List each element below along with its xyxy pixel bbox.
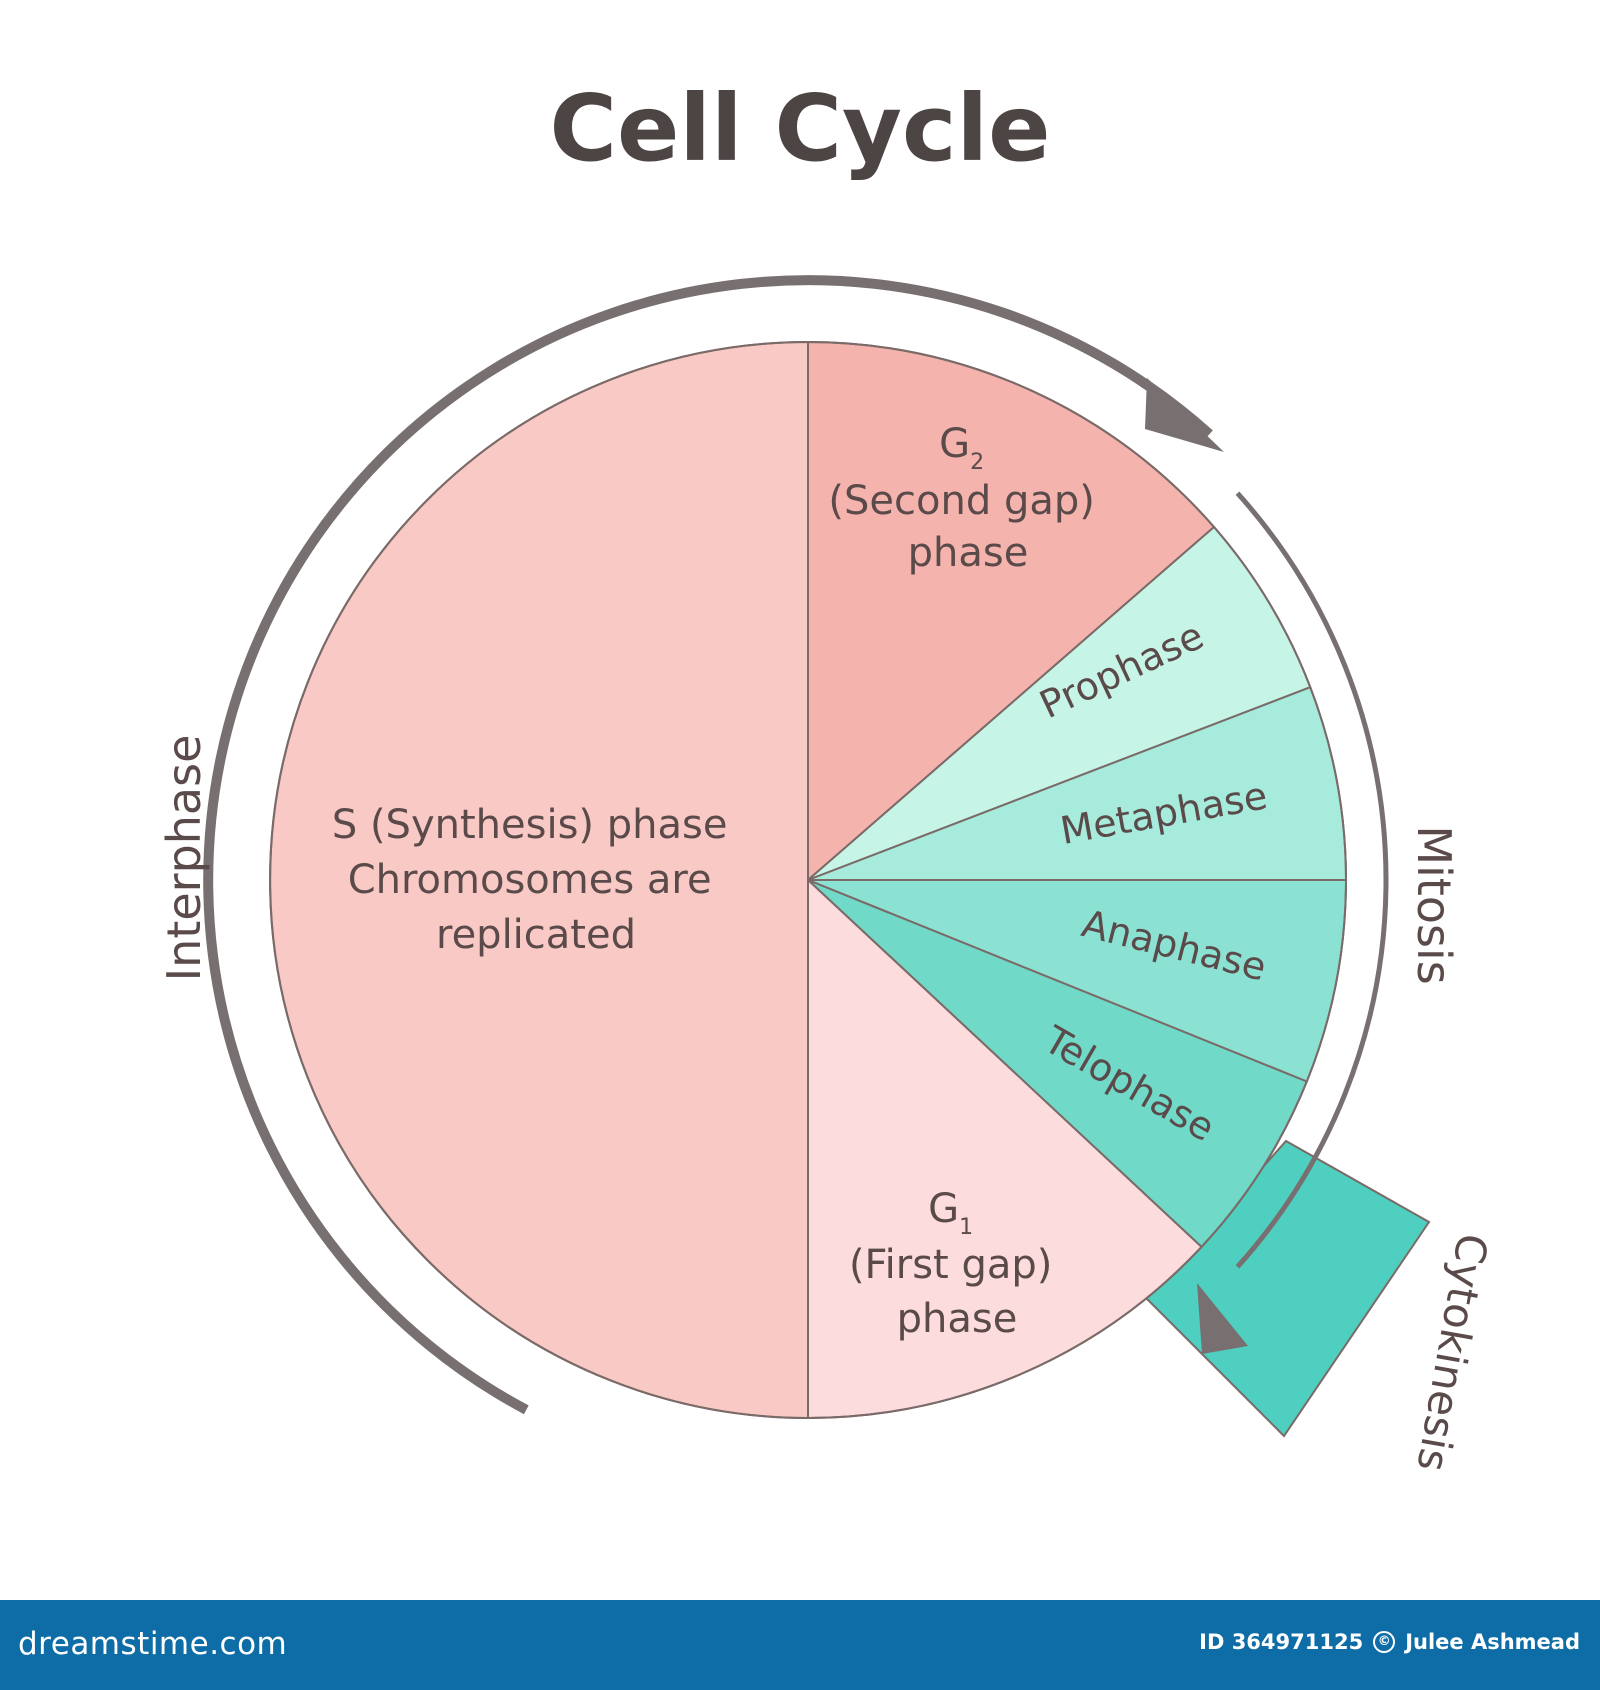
cell-cycle-diagram: Cell Cycle S (Synthesis) phase Chromosom… (157, 75, 1497, 1475)
pie-outline (269, 341, 1347, 1419)
interphase-label: Interphase (157, 735, 211, 982)
cytokinesis-label: Cytokinesis (1407, 1230, 1497, 1475)
mitosis-label: Mitosis (1407, 825, 1461, 984)
g2-label: G2 (Second gap) phase (828, 421, 1107, 576)
s-phase-label: S (Synthesis) phase Chromosomes are repl… (332, 802, 740, 958)
mitosis-ring-arc (1235, 491, 1389, 1269)
footer-bar: dreamstime.com ID 364971125 © Julee Ashm… (0, 1600, 1600, 1690)
mitosis-arrowhead (1197, 1283, 1248, 1354)
g1-label: G1 (First gap) phase (849, 1186, 1065, 1342)
footer-author[interactable]: Julee Ashmead (1405, 1630, 1580, 1654)
copyright-icon: © (1373, 1631, 1396, 1653)
phase-sectors (269, 340, 1348, 1420)
interphase-arrowhead (1145, 378, 1224, 452)
footer-image-id: ID 364971125 (1199, 1630, 1364, 1654)
interphase-ring-arc (203, 275, 1213, 1415)
footer-credit: ID 364971125 © Julee Ashmead (1199, 1630, 1580, 1654)
diagram-title: Cell Cycle (550, 75, 1051, 182)
footer-site-name[interactable]: dreamstime.com (18, 1626, 288, 1662)
